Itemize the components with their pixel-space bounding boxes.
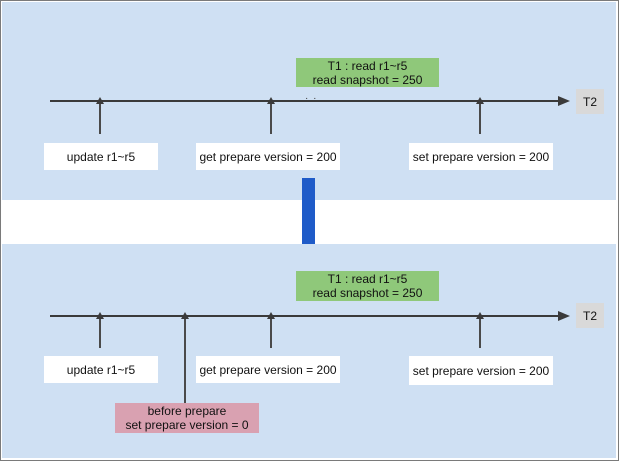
tickhead-set-prepare-bottom: [476, 312, 484, 319]
timeline-dots-top: · ·: [305, 93, 318, 104]
get-prepare-label-bottom: get prepare version = 200: [199, 362, 337, 377]
tickhead-get-prepare-top: [267, 97, 275, 104]
timeline-arrowhead-bottom: [558, 311, 570, 321]
tickhead-get-prepare-bottom: [267, 312, 275, 319]
t1-read-label-top: T1 : read r1~r5: [327, 58, 408, 73]
tick-get-prepare-bottom: [270, 317, 272, 348]
set-prepare-label-top: set prepare version = 200: [412, 149, 550, 164]
set-prepare-box-bottom: set prepare version = 200: [409, 356, 553, 385]
tick-update-top: [99, 102, 101, 134]
t2-box-top: T2: [576, 89, 604, 114]
tickhead-update-bottom: [96, 312, 104, 319]
t2-label-bottom: T2: [582, 308, 597, 323]
set-prepare-label-bottom: set prepare version = 200: [412, 363, 550, 378]
t2-box-bottom: T2: [576, 303, 604, 328]
tickhead-before-prepare-bottom: [181, 312, 189, 319]
tick-update-bottom: [99, 317, 101, 348]
tickhead-set-prepare-top: [476, 97, 484, 104]
set-prepare-zero-label: set prepare version = 0: [125, 418, 249, 432]
update-box-bottom: update r1~r5: [44, 356, 158, 383]
timeline-top: [50, 100, 560, 102]
get-prepare-label-top: get prepare version = 200: [199, 149, 337, 164]
before-prepare-label: before prepare: [147, 404, 227, 418]
get-prepare-box-top: get prepare version = 200: [196, 143, 340, 170]
t1-snapshot-label-top: read snapshot = 250: [312, 72, 423, 87]
timeline-bottom: [50, 315, 560, 317]
update-box-top: update r1~r5: [44, 143, 158, 170]
t1-snapshot-label-bottom: read snapshot = 250: [312, 286, 423, 300]
update-label-bottom: update r1~r5: [66, 362, 136, 377]
t2-label-top: T2: [582, 94, 597, 109]
transition-arrow-shaft: [302, 178, 315, 250]
tick-set-prepare-top: [479, 102, 481, 134]
timeline-arrowhead-top: [558, 96, 570, 106]
tick-set-prepare-bottom: [479, 317, 481, 348]
t1-read-box-bottom: T1 : read r1~r5 read snapshot = 250: [296, 271, 439, 301]
before-prepare-box-bottom: before prepare set prepare version = 0: [115, 403, 259, 433]
tick-before-prepare-bottom: [184, 317, 186, 403]
get-prepare-box-bottom: get prepare version = 200: [196, 356, 340, 383]
update-label-top: update r1~r5: [66, 149, 136, 164]
tick-get-prepare-top: [270, 102, 272, 134]
t1-read-label-bottom: T1 : read r1~r5: [327, 272, 408, 286]
t1-read-box-top: T1 : read r1~r5 read snapshot = 250: [296, 58, 439, 87]
tickhead-update-top: [96, 97, 104, 104]
set-prepare-box-top: set prepare version = 200: [409, 143, 553, 170]
